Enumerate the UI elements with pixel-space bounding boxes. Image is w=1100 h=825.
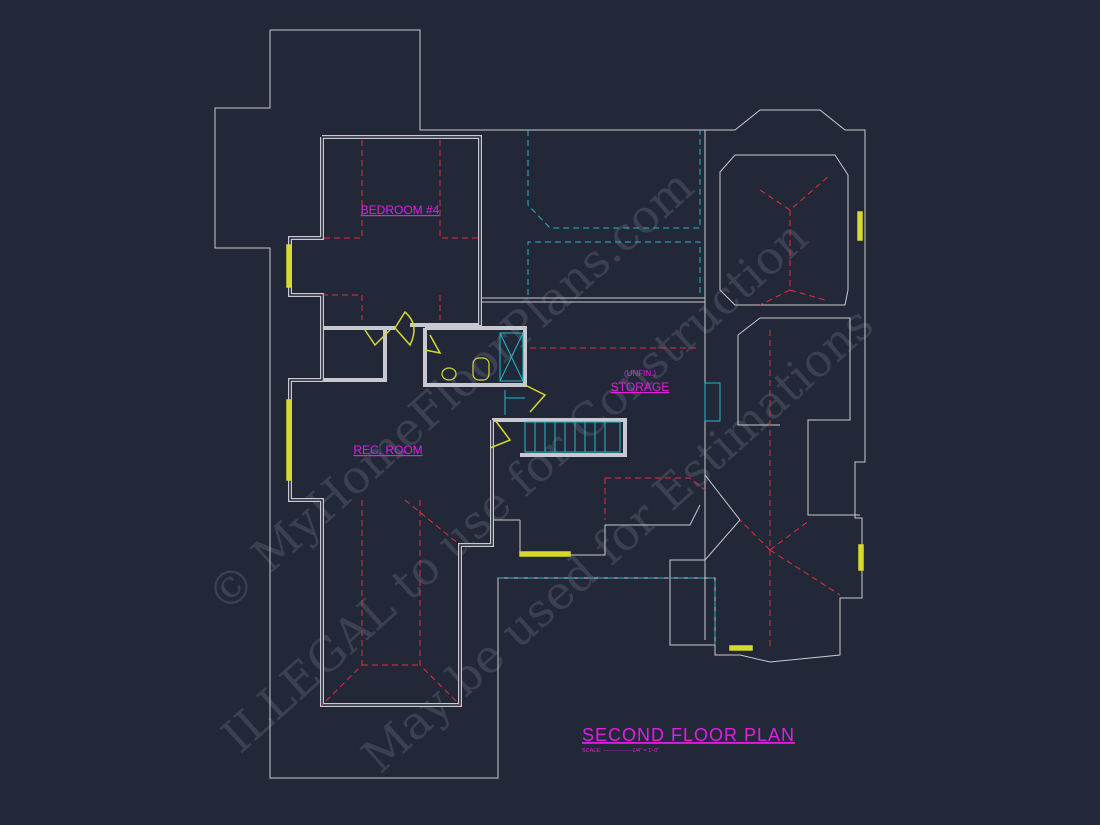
roof-ridges: [321, 140, 841, 706]
stairs: [499, 332, 721, 453]
roof-outline: [214, 29, 866, 779]
room-note-unfinished: (UNFIN.): [624, 369, 656, 378]
room-label-rec-room: REC. ROOM: [353, 443, 422, 457]
fixtures: [441, 357, 490, 381]
room-label-bedroom: BEDROOM #4: [361, 203, 440, 217]
watermark-line2: ILLEGAL to use for Construction: [211, 209, 818, 763]
hidden-lines: [498, 130, 716, 645]
watermark: © MyHomeFloorPlans.com ILLEGAL to use fo…: [196, 159, 883, 784]
plan-scale: SCALE: ----------------1/4" = 1'-0": [582, 748, 659, 754]
doors-windows: [286, 211, 864, 651]
room-label-storage: STORAGE: [611, 380, 669, 394]
plan-title: SECOND FLOOR PLAN: [582, 725, 795, 745]
